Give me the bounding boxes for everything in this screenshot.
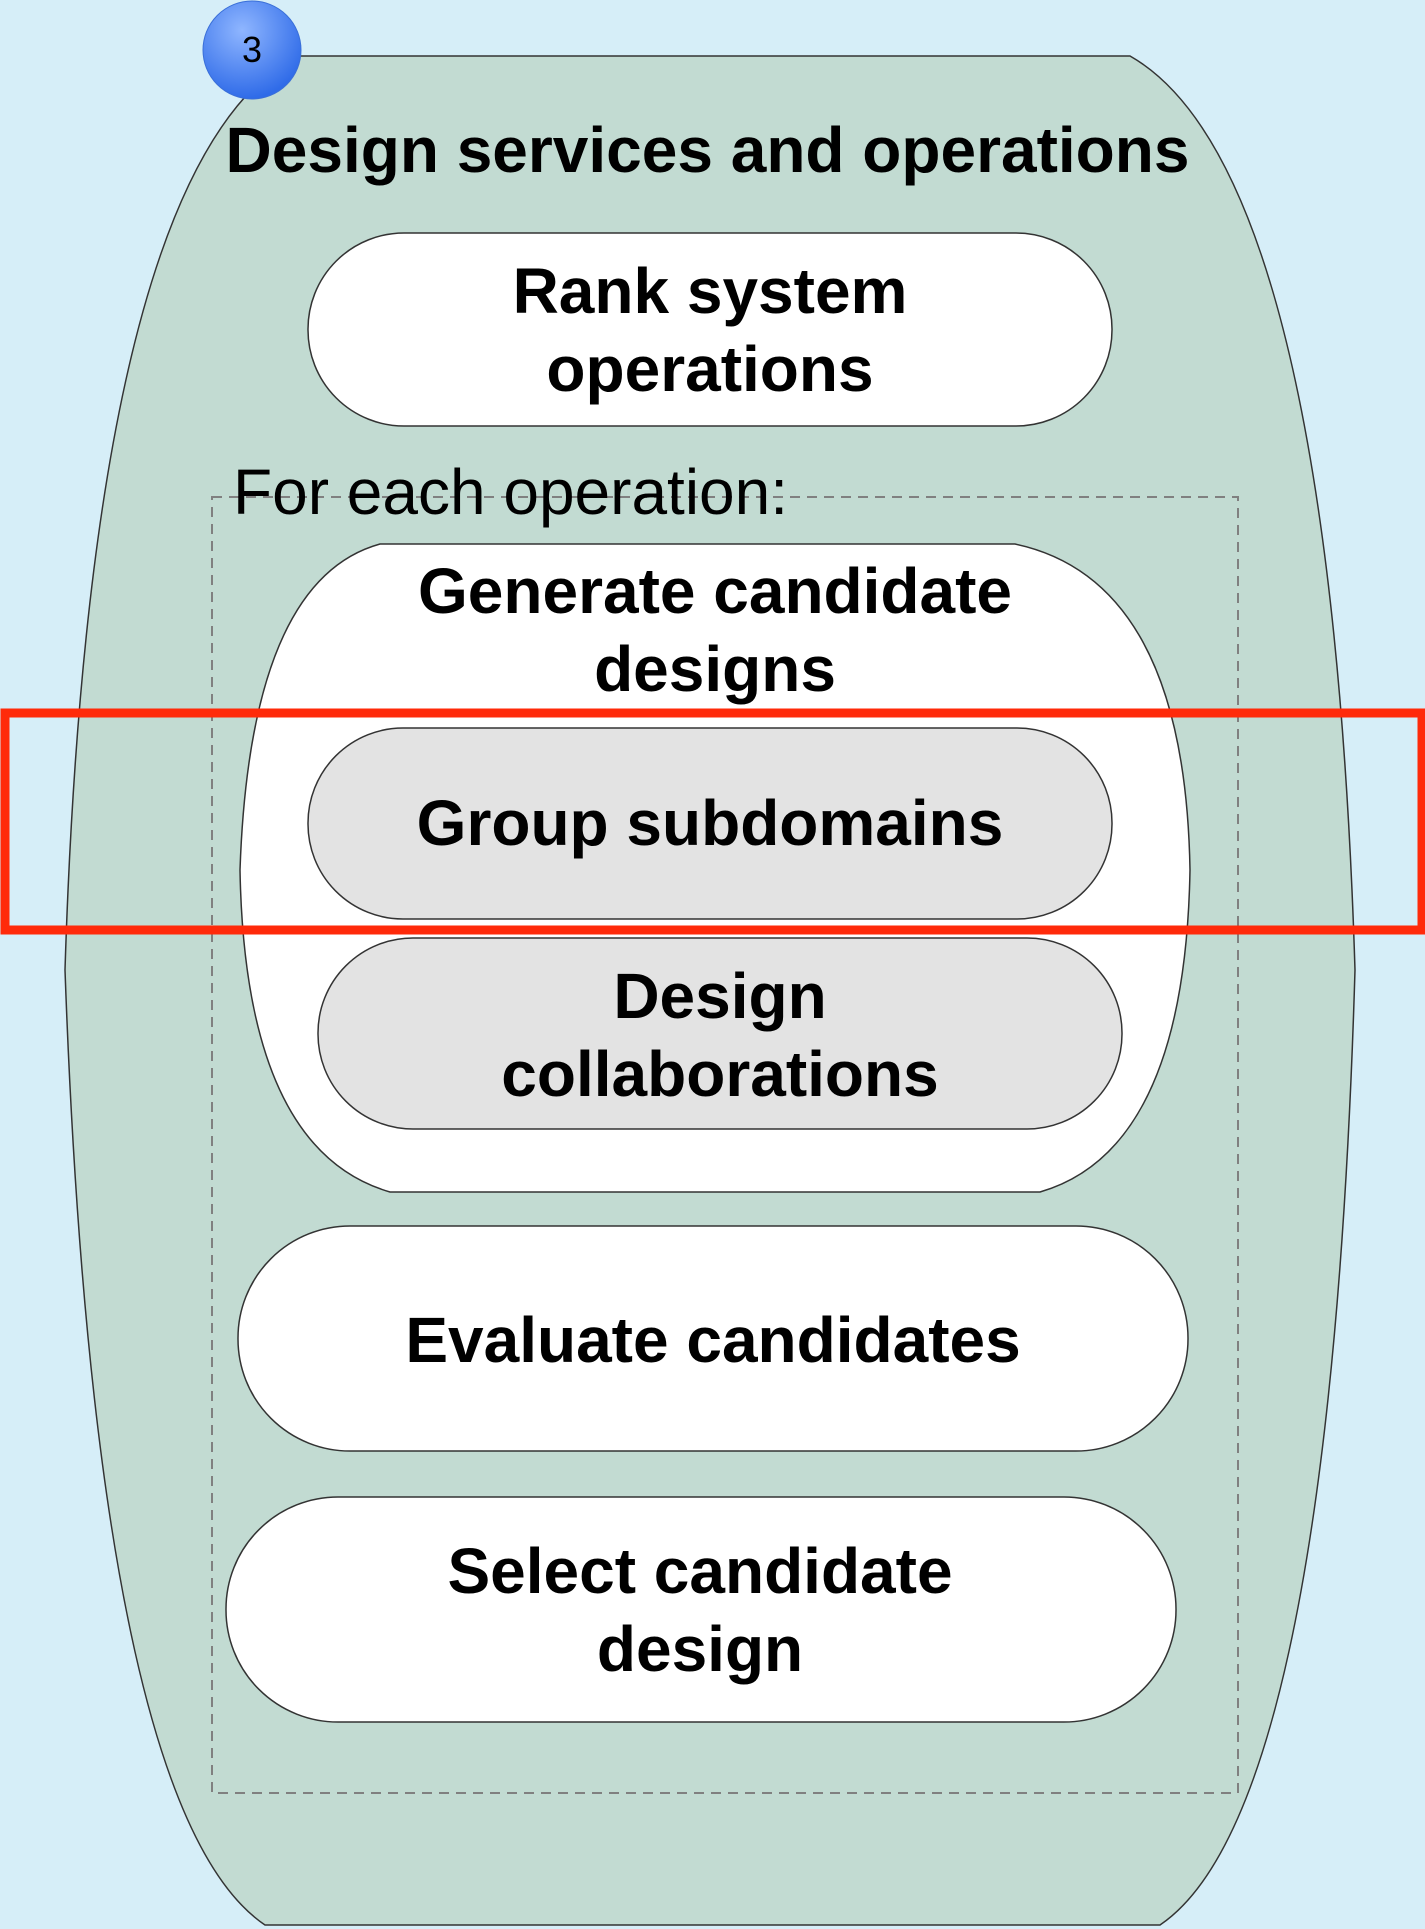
loop-label: For each operation: xyxy=(233,456,788,528)
step-badge-number: 3 xyxy=(241,29,263,71)
select-design-shape[interactable] xyxy=(225,1496,1177,1723)
highlight-box xyxy=(0,708,1425,935)
group-subdomains-shape[interactable] xyxy=(307,727,1113,920)
loop-region xyxy=(211,496,1239,1794)
rank-operations-label: Rank system operations xyxy=(512,254,908,405)
step-badge xyxy=(202,0,302,100)
evaluate-candidates-shape[interactable] xyxy=(237,1225,1189,1452)
evaluate-candidates-label: Evaluate candidates xyxy=(405,1303,1021,1376)
rank-operations-shape[interactable] xyxy=(307,232,1113,427)
select-design-label: Select candidate design xyxy=(447,1534,953,1685)
design-collaborations-label: Design collaborations xyxy=(501,959,939,1110)
group-subdomains-label: Group subdomains xyxy=(416,786,1004,859)
design-collaborations-shape[interactable] xyxy=(317,937,1123,1130)
generate-designs-label: Generate candidate designs xyxy=(418,554,1012,705)
diagram-title: Design services and operations xyxy=(225,113,1190,186)
